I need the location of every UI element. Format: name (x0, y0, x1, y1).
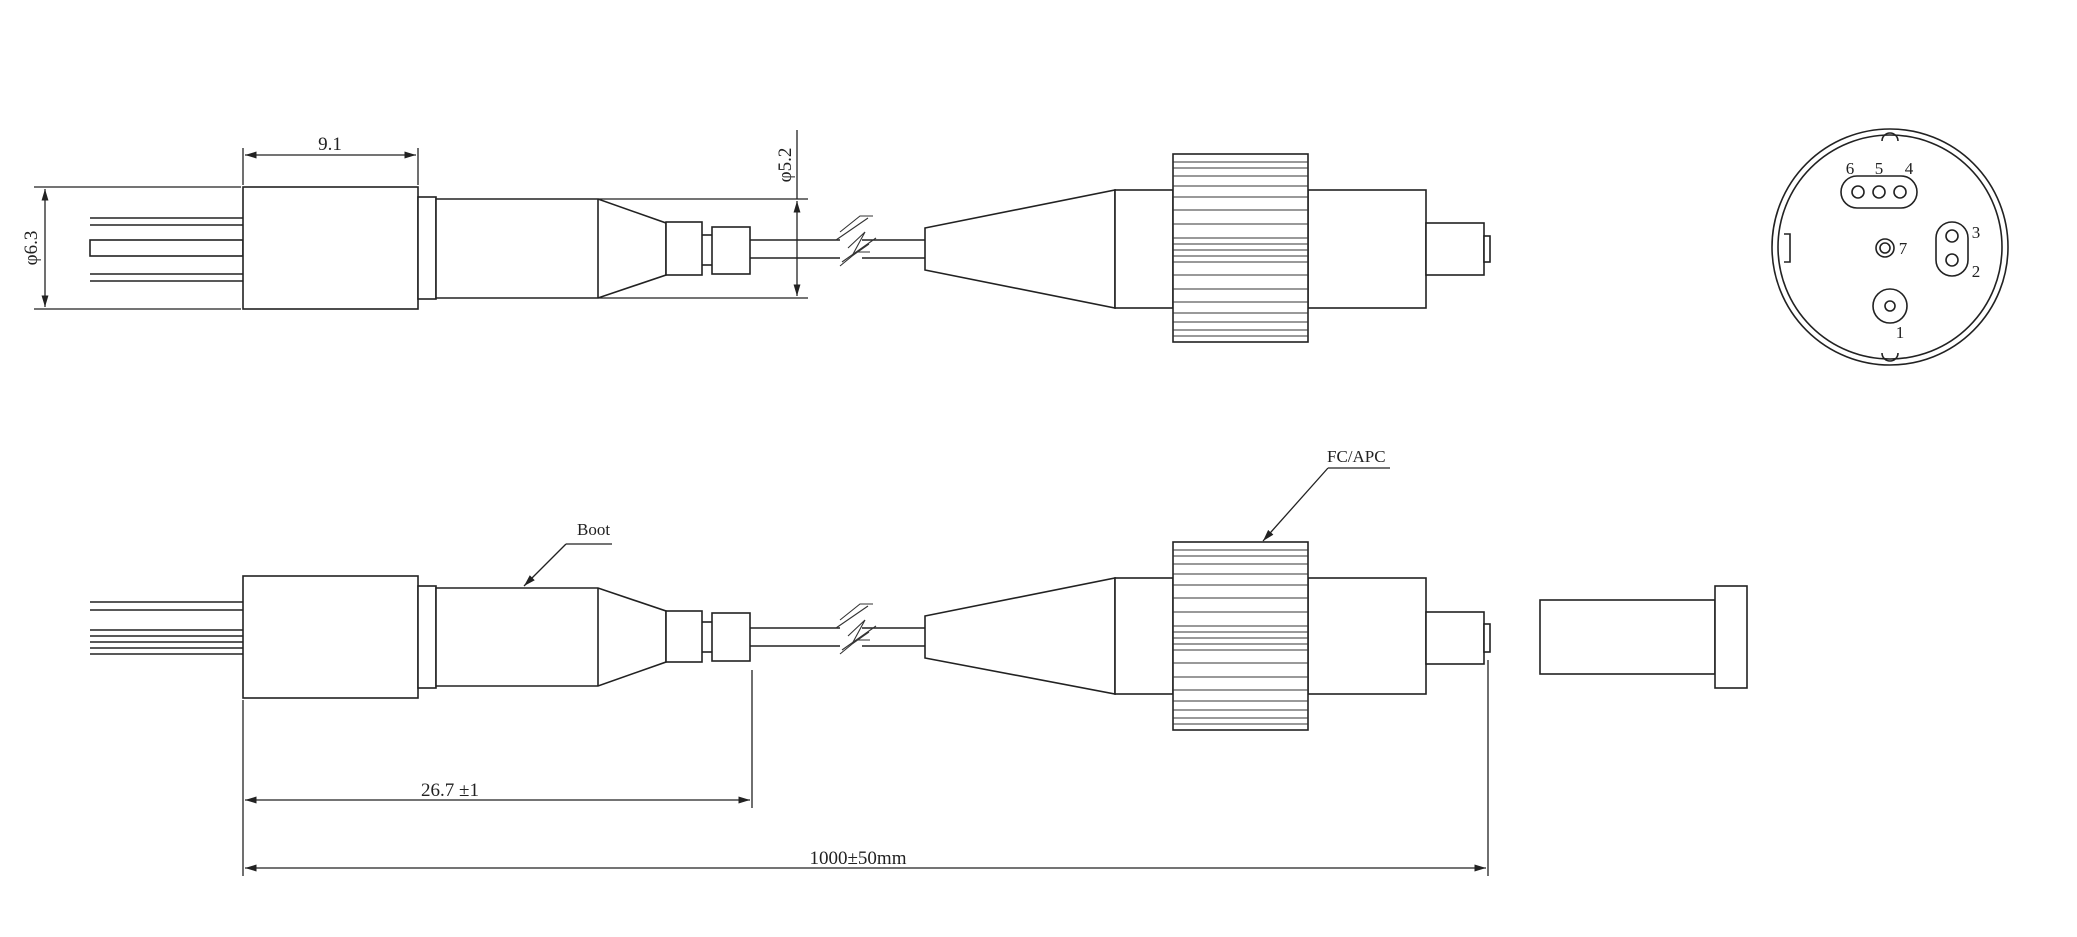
pin-label-7: 7 (1899, 239, 1908, 258)
bottom-ferrule (1425, 611, 1485, 665)
top-connector-tail (924, 189, 1116, 309)
callout-boot: Boot (523, 520, 612, 587)
pin-label-5: 5 (1875, 159, 1884, 178)
connector-callout-label: FC/APC (1327, 447, 1386, 466)
bottom-flange (417, 585, 437, 689)
bottom-laser-body (242, 575, 419, 699)
top-ferrule (1425, 222, 1485, 276)
boot-callout-label: Boot (577, 520, 610, 539)
dimension-total-length: 1000±50mm (242, 660, 1489, 876)
total-length-label: 1000±50mm (810, 848, 907, 869)
pin-end-view: 6 5 4 3 2 7 1 (1771, 128, 2009, 366)
body-diameter-label: φ6.3 (21, 231, 42, 266)
pin-label-1: 1 (1896, 323, 1905, 342)
dimension-body-diameter: φ6.3 (21, 186, 241, 310)
bottom-connector-tail (924, 577, 1116, 695)
body-length-label: 9.1 (318, 134, 342, 155)
top-view: 9.1 φ6.3 φ5.2 (21, 130, 1491, 343)
bottom-view: Boot FC/APC 26.7 ±1 1000±50mm (90, 447, 1748, 876)
top-laser-body (242, 186, 419, 310)
top-flange (417, 196, 437, 300)
bottom-pins (90, 601, 243, 655)
top-fiber (750, 215, 925, 267)
dimension-body-length: 9.1 (242, 134, 419, 185)
pin-label-4: 4 (1905, 159, 1914, 178)
top-pins (89, 217, 244, 282)
bottom-knurled-nut (1172, 541, 1309, 731)
bottom-fiber (750, 603, 925, 655)
pin-label-3: 3 (1972, 223, 1981, 242)
boot-diameter-label: φ5.2 (775, 148, 796, 183)
bottom-boot (435, 587, 667, 687)
dimension-boot-length: 26.7 ±1 (242, 670, 753, 808)
top-knurled-nut (1172, 153, 1309, 343)
pin-label-2: 2 (1972, 262, 1981, 281)
top-boot (435, 198, 667, 299)
dust-cap (1539, 585, 1748, 689)
dimension-boot-diameter: φ5.2 (598, 130, 808, 299)
callout-connector: FC/APC (1262, 447, 1390, 542)
pin-label-6: 6 (1846, 159, 1855, 178)
boot-length-label: 26.7 ±1 (421, 780, 479, 801)
